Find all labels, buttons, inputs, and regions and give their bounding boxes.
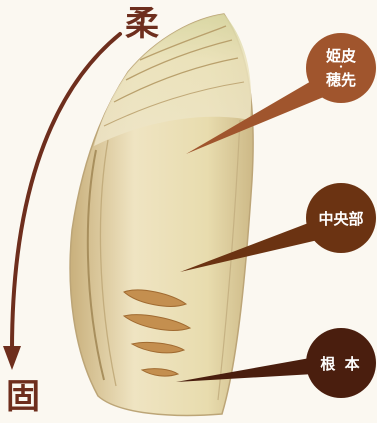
label-middle: 中央部	[318, 208, 363, 229]
soft-label: 柔	[125, 4, 159, 44]
label-tip-line2: 穂先	[326, 72, 356, 88]
label-bubble-middle: 中央部	[306, 183, 376, 253]
label-bubble-base: 根 本	[306, 328, 376, 398]
label-base: 根 本	[320, 353, 361, 374]
arrow-head-icon	[3, 346, 21, 370]
label-bubble-tip: 姫皮 ・ 穂先	[306, 33, 376, 103]
hard-label: 固	[6, 377, 40, 417]
label-tip-line1: 姫皮	[326, 48, 356, 64]
